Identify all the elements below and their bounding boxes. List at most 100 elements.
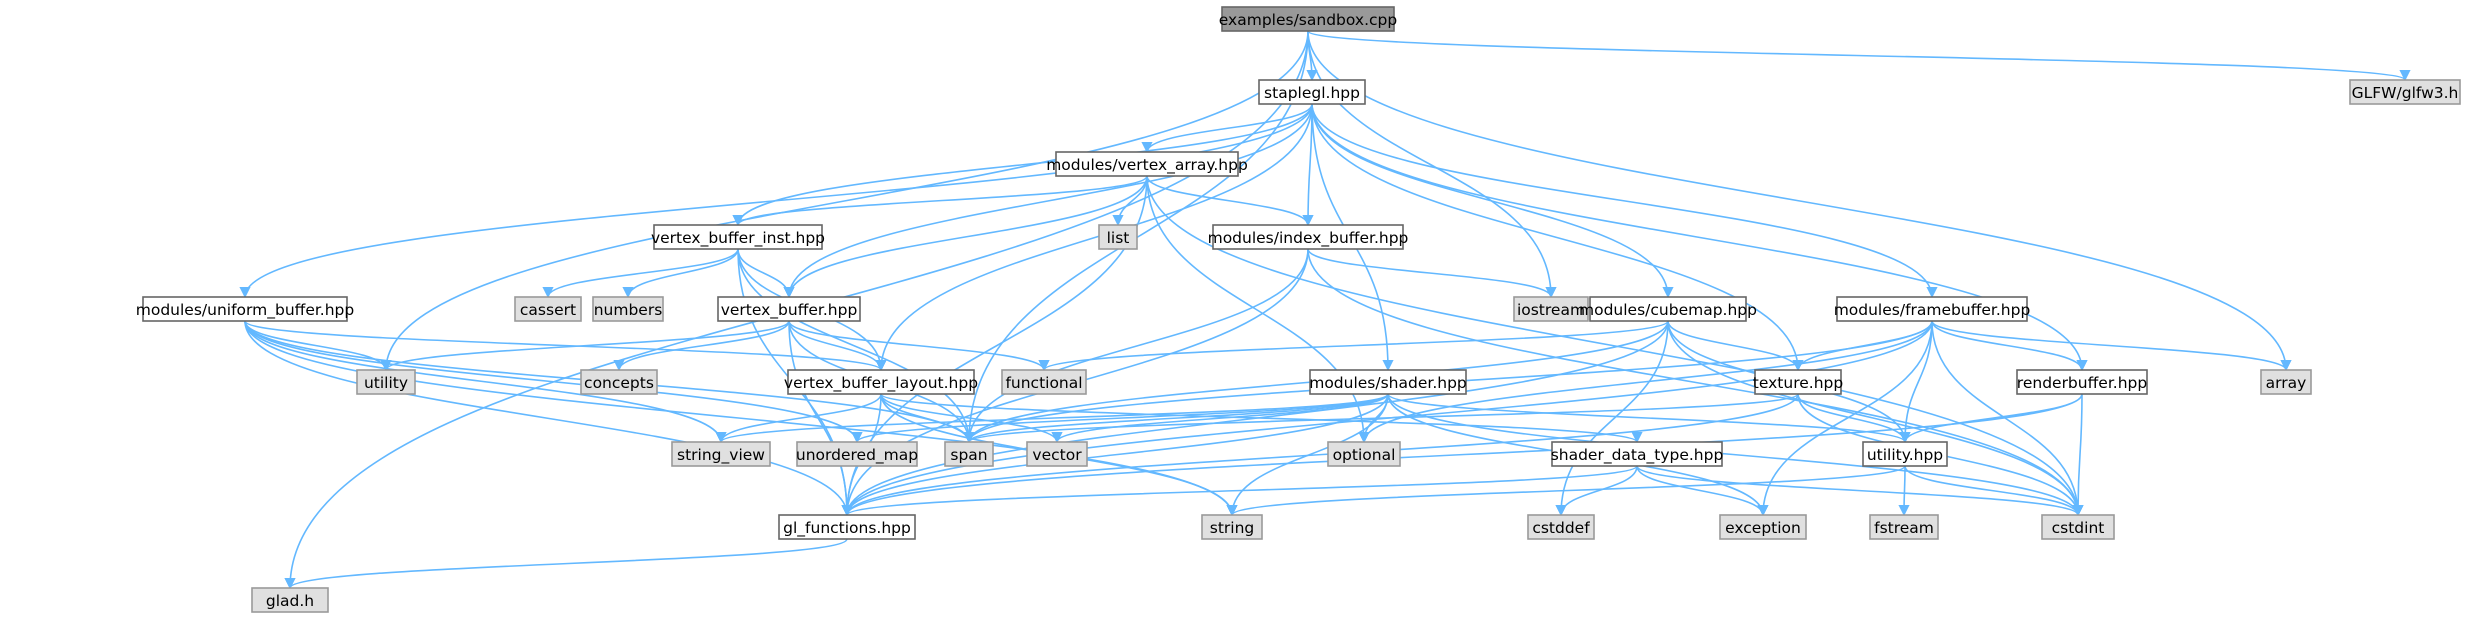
node-cstdint: cstdint bbox=[2041, 514, 2115, 540]
node-box bbox=[717, 296, 861, 322]
node-label: string bbox=[1210, 519, 1255, 537]
node-box bbox=[1527, 514, 1595, 540]
node-shader-data-type[interactable]: shader_data_type.hpp bbox=[1551, 441, 1724, 467]
node-list: list bbox=[1098, 224, 1138, 250]
edge-vertex_buffer-to-functional bbox=[788, 320, 1050, 372]
node-box bbox=[1258, 79, 1366, 105]
node-vertex-array[interactable]: modules/vertex_array.hpp bbox=[1046, 151, 1248, 177]
node-box bbox=[1001, 369, 1087, 395]
edge-framebuffer-to-utility_hpp bbox=[1899, 320, 1933, 444]
node-box bbox=[142, 296, 348, 322]
node-framebuffer[interactable]: modules/framebuffer.hpp bbox=[1834, 296, 2031, 322]
edge-line bbox=[1757, 320, 1933, 517]
edge-line bbox=[841, 393, 2083, 517]
node-vertex-buffer[interactable]: vertex_buffer.hpp bbox=[717, 296, 861, 322]
edge-line bbox=[244, 320, 727, 444]
edge-shader-to-string_view bbox=[715, 393, 1389, 444]
edge-vertex_buffer-to-concepts bbox=[613, 320, 790, 372]
edge-line bbox=[1931, 320, 2292, 372]
edge-line bbox=[737, 248, 975, 444]
node-box bbox=[671, 441, 771, 467]
node-box bbox=[787, 369, 975, 395]
edge-vblayout-to-vector bbox=[880, 393, 1063, 444]
edge-line bbox=[1307, 30, 1557, 299]
node-uniform-buffer[interactable]: modules/uniform_buffer.hpp bbox=[136, 296, 354, 322]
edge-line bbox=[788, 320, 1050, 372]
edge-line bbox=[783, 175, 1148, 299]
edge-vertex_array-to-index_buffer bbox=[1146, 175, 1314, 227]
node-iostream: iostream bbox=[1513, 296, 1589, 322]
node-utility-hpp[interactable]: utility.hpp bbox=[1862, 441, 1948, 467]
edge-uniform_buffer-to-gl_functions bbox=[244, 320, 853, 517]
node-sandbox[interactable]: examples/sandbox.cpp bbox=[1219, 6, 1397, 32]
edge-vbinst-to-vertex_buffer bbox=[737, 248, 795, 299]
edge-line bbox=[715, 393, 882, 444]
edge-vbinst-to-span bbox=[737, 248, 975, 444]
node-box bbox=[1513, 296, 1589, 322]
node-label: vertex_buffer.hpp bbox=[721, 301, 858, 320]
edge-line bbox=[613, 320, 790, 372]
node-box bbox=[1201, 514, 1263, 540]
node-vbinst[interactable]: vertex_buffer_inst.hpp bbox=[651, 224, 825, 250]
edge-line bbox=[1307, 30, 2292, 372]
edge-vertex_buffer-to-vblayout bbox=[788, 320, 887, 372]
node-string: string bbox=[1201, 514, 1263, 540]
edge-line bbox=[239, 103, 1313, 299]
node-cubemap[interactable]: modules/cubemap.hpp bbox=[1579, 296, 1757, 322]
edge-vertex_buffer-to-utility bbox=[380, 320, 790, 372]
node-index-buffer[interactable]: modules/index_buffer.hpp bbox=[1208, 224, 1409, 250]
edge-line bbox=[244, 320, 853, 517]
node-label: optional bbox=[1333, 446, 1396, 464]
edge-line bbox=[1904, 465, 2084, 517]
node-label: examples/sandbox.cpp bbox=[1219, 11, 1397, 29]
edge-shader-to-gl_functions bbox=[841, 393, 1389, 517]
edge-line bbox=[1636, 465, 2084, 517]
edge-line bbox=[244, 320, 863, 444]
edge-line bbox=[1051, 393, 1389, 444]
node-vblayout[interactable]: vertex_buffer_layout.hpp bbox=[784, 369, 978, 395]
edge-line bbox=[841, 320, 1669, 517]
node-box bbox=[1836, 296, 2028, 322]
edge-line bbox=[1038, 320, 1669, 372]
node-label: span bbox=[950, 446, 987, 464]
edge-uniform_buffer-to-string bbox=[244, 320, 1238, 517]
edge-cubemap-to-functional bbox=[1038, 320, 1669, 372]
edge-line bbox=[380, 320, 790, 372]
node-unordered-map: unordered_map bbox=[796, 441, 918, 467]
node-staplegl[interactable]: staplegl.hpp bbox=[1258, 79, 1366, 105]
edge-line bbox=[542, 248, 739, 299]
edge-sandbox-to-span bbox=[963, 30, 1309, 444]
node-label: modules/shader.hpp bbox=[1309, 374, 1467, 392]
edge-vblayout-to-string_view bbox=[715, 393, 882, 444]
edge-shader_data_type-to-cstddef bbox=[1555, 465, 1638, 517]
node-label: unordered_map bbox=[796, 446, 918, 465]
node-label: modules/vertex_array.hpp bbox=[1046, 156, 1248, 175]
node-renderbuffer[interactable]: renderbuffer.hpp bbox=[2016, 369, 2148, 395]
edge-staplegl-to-vbinst bbox=[732, 103, 1313, 227]
edge-line bbox=[380, 30, 1309, 372]
node-box bbox=[653, 224, 823, 250]
node-cstddef: cstddef bbox=[1527, 514, 1595, 540]
edge-vbinst-to-cassert bbox=[542, 248, 739, 299]
node-box bbox=[1551, 441, 1723, 467]
node-texture[interactable]: texture.hpp bbox=[1753, 369, 1843, 395]
edge-staplegl-to-vertex_buffer bbox=[783, 103, 1313, 299]
node-box bbox=[356, 369, 416, 395]
edge-line bbox=[841, 393, 1389, 517]
node-concepts: concepts bbox=[580, 369, 658, 395]
edge-line bbox=[2072, 393, 2084, 517]
edge-staplegl-to-cubemap bbox=[1311, 103, 1674, 299]
node-box bbox=[944, 441, 994, 467]
edge-line bbox=[1358, 320, 1933, 444]
edge-vertex_array-to-cstdint bbox=[1146, 175, 2084, 517]
node-label: utility bbox=[364, 374, 408, 392]
node-array: array bbox=[2260, 369, 2312, 395]
edge-line bbox=[1311, 103, 2088, 372]
node-shader[interactable]: modules/shader.hpp bbox=[1309, 369, 1467, 395]
node-label: functional bbox=[1005, 374, 1082, 392]
edge-shader-to-span bbox=[963, 393, 1389, 444]
node-gl-functions[interactable]: gl_functions.hpp bbox=[778, 514, 916, 540]
node-utility: utility bbox=[356, 369, 416, 395]
node-cassert: cassert bbox=[514, 296, 582, 322]
